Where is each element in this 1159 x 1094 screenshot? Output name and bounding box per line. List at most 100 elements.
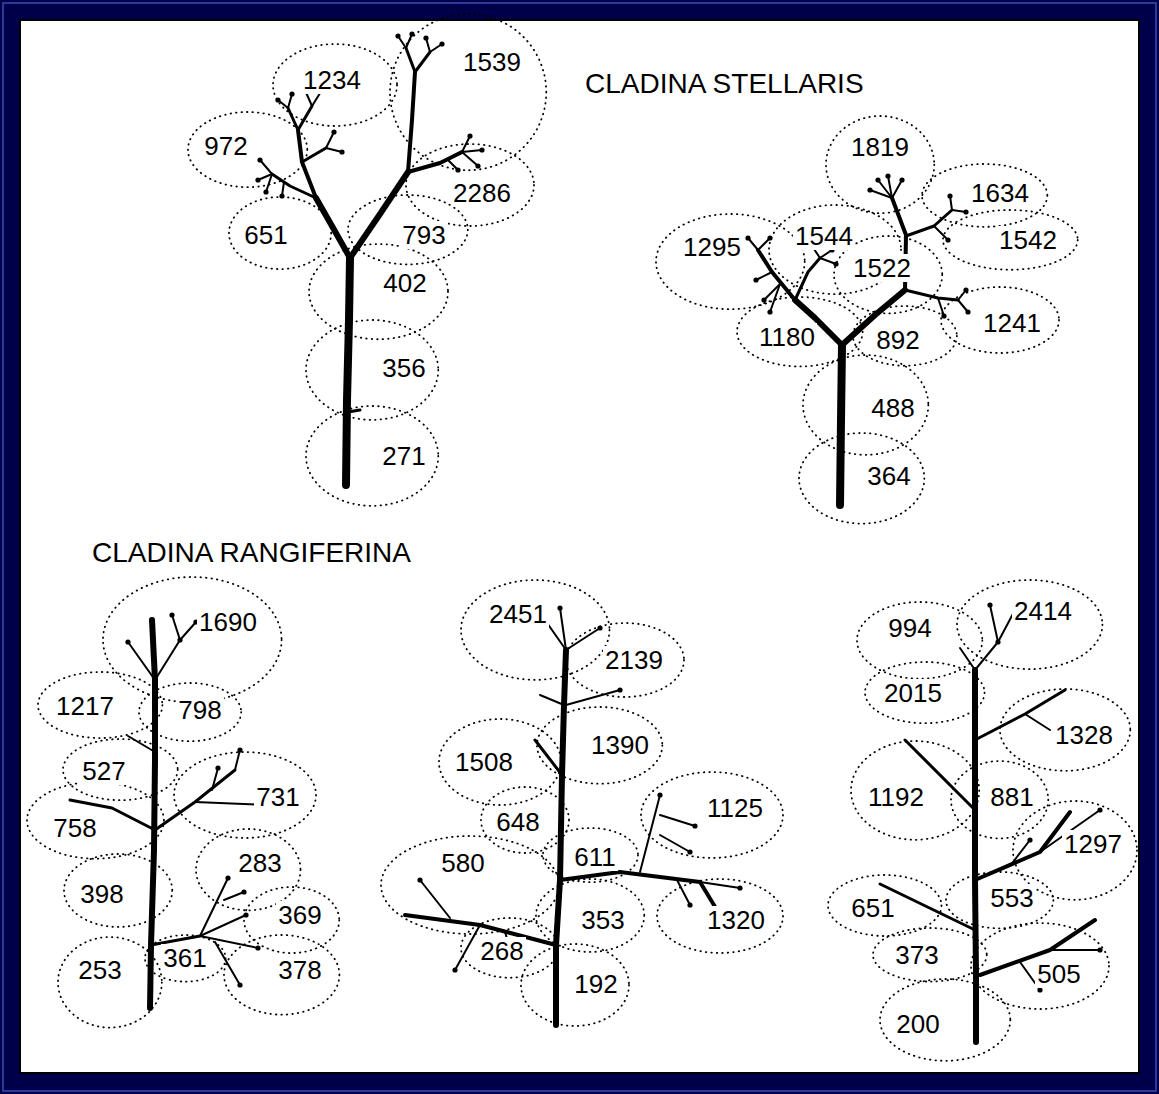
segment-age: 1690 [197, 608, 259, 636]
branch-line [326, 148, 342, 152]
stellaris-thallus [258, 34, 482, 485]
dotted-outline [826, 116, 934, 213]
segment-region: 798 [138, 682, 242, 742]
dotted-outline [799, 433, 924, 524]
segment-age: 1508 [453, 748, 515, 776]
segment-region: 648 [480, 786, 570, 854]
dotted-outline [873, 928, 987, 982]
dotted-outline [941, 287, 1059, 353]
dotted-outline [306, 320, 438, 420]
dotted-outline [63, 739, 178, 800]
branch-line [756, 272, 772, 280]
segment-age: 2139 [603, 646, 665, 674]
dotted-outline [922, 164, 1047, 227]
segment-age: 200 [894, 1010, 941, 1038]
dotted-outline [224, 935, 339, 1015]
dotted-outline [657, 879, 783, 953]
segment-age: 488 [869, 394, 916, 422]
branch-line [200, 878, 228, 936]
segment-region: 283 [195, 828, 302, 911]
segment-region: 972 [187, 111, 308, 188]
branch-line [676, 878, 690, 905]
segment-age: 1180 [757, 323, 817, 351]
segment-region: 892 [852, 305, 958, 367]
branch-line [556, 650, 566, 1025]
segment-age: 892 [874, 326, 921, 354]
branch-line [566, 628, 600, 650]
branch-line [700, 882, 740, 888]
segment-age: 994 [886, 614, 933, 642]
segment-age: 758 [51, 814, 98, 842]
branch-line [795, 258, 820, 300]
branch-line [560, 608, 566, 650]
segment-region: 651 [228, 196, 332, 270]
branch-line [934, 226, 948, 240]
segment-region: 378 [223, 934, 340, 1016]
branch-line [426, 38, 430, 52]
segment-region: 398 [63, 853, 173, 928]
dotted-outline [244, 887, 339, 953]
segment-region: 2286 [405, 143, 535, 227]
dotted-outline [229, 197, 331, 269]
branch-line [266, 174, 272, 192]
dotted-outline [461, 580, 609, 680]
segment-region: 553 [945, 871, 1054, 929]
branch-line [840, 345, 842, 505]
segment-region: 1192 [850, 740, 980, 841]
branch-line [770, 284, 780, 312]
segment-age: 373 [893, 941, 940, 969]
branch-line [420, 880, 450, 918]
segment-region: 994 [856, 601, 983, 680]
segment-age: 271 [380, 442, 427, 470]
segment-age: 1125 [705, 794, 765, 822]
segment-region: 758 [26, 781, 165, 860]
species-label: CLADINA STELLARIS [585, 68, 864, 100]
dotted-outline [273, 44, 397, 126]
branch-line [1025, 714, 1050, 730]
branch-line [260, 160, 272, 174]
branch-line [298, 106, 312, 130]
segment-region: 1819 [825, 115, 935, 214]
dotted-outline [737, 297, 863, 366]
dotted-outline [139, 683, 241, 741]
segment-age: 253 [76, 956, 123, 984]
branch-line [958, 300, 968, 312]
segment-age: 1297 [1062, 830, 1124, 858]
dotted-outline [306, 406, 438, 506]
segment-region: 580 [380, 835, 560, 935]
segment-age: 283 [236, 849, 283, 877]
branch-line [350, 172, 408, 258]
branch-line [155, 640, 180, 680]
dotted-outline [857, 602, 982, 679]
segment-age: 2451 [487, 600, 549, 628]
segment-age: 268 [478, 937, 525, 965]
branch-line [660, 815, 695, 826]
segment-region: 369 [243, 886, 340, 954]
branch-line [408, 72, 415, 172]
branch-line [990, 605, 998, 642]
dotted-outline [537, 707, 662, 784]
branch-line [298, 130, 316, 198]
segment-region: 611 [542, 827, 639, 883]
segment-region: 1390 [536, 706, 663, 785]
segment-age: 356 [380, 354, 427, 382]
dotted-outline [381, 836, 559, 934]
segment-region: 2451 [460, 579, 610, 681]
segment-age: 1522 [851, 254, 913, 282]
dotted-outline [103, 577, 282, 702]
segment-age: 648 [494, 808, 541, 836]
dotted-outline [461, 918, 558, 978]
branch-line [975, 812, 1070, 880]
dotted-outline [865, 662, 985, 723]
segment-age: 731 [254, 783, 301, 811]
branch-line [975, 670, 976, 1042]
dotted-outline [460, 579, 610, 681]
branch-line [282, 182, 284, 196]
branch-line [952, 210, 966, 212]
branch-line [155, 770, 235, 830]
branch-line [906, 210, 952, 236]
branch-line [892, 180, 902, 198]
segment-age: 361 [161, 944, 208, 972]
dotted-outline [655, 213, 806, 310]
